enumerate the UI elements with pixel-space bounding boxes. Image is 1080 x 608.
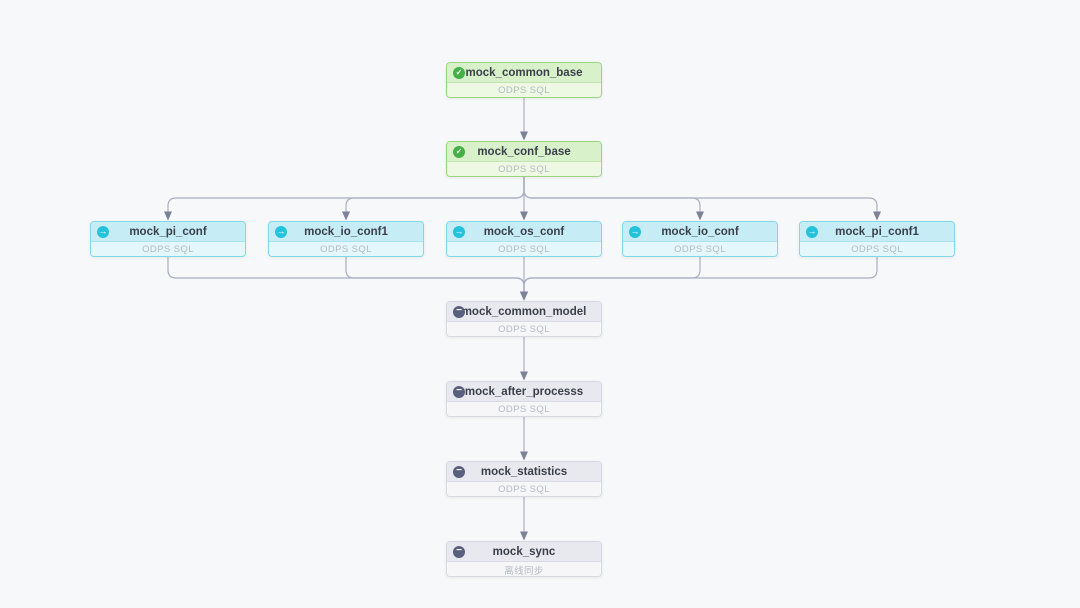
dag-node-mock_pi_conf1[interactable]: mock_pi_conf1 ODPS SQL bbox=[799, 221, 955, 257]
minus-circle-icon bbox=[453, 545, 465, 558]
dag-node-mock_statistics[interactable]: mock_statistics ODPS SQL bbox=[446, 461, 602, 497]
node-title: mock_common_base bbox=[465, 66, 583, 79]
node-title: mock_pi_conf1 bbox=[835, 225, 919, 238]
minus-circle-icon bbox=[453, 305, 465, 318]
node-subtitle: ODPS SQL bbox=[498, 484, 550, 495]
minus-circle-icon bbox=[453, 465, 465, 478]
dag-edge-mock_io_conf1-to-mock_common_model bbox=[345, 257, 528, 301]
arrow-right-circle-icon bbox=[275, 225, 287, 238]
node-title: mock_io_conf1 bbox=[304, 225, 388, 238]
dag-node-mock_common_model[interactable]: mock_common_model ODPS SQL bbox=[446, 301, 602, 337]
node-title: mock_os_conf bbox=[483, 225, 565, 238]
dag-node-mock_io_conf[interactable]: mock_io_conf ODPS SQL bbox=[622, 221, 778, 257]
check-circle-icon bbox=[453, 66, 465, 79]
node-title: mock_pi_conf bbox=[129, 225, 207, 238]
node-subtitle: ODPS SQL bbox=[674, 244, 726, 255]
dag-node-mock_io_conf1[interactable]: mock_io_conf1 ODPS SQL bbox=[268, 221, 424, 257]
dag-edge-mock_pi_conf1-to-mock_common_model bbox=[520, 257, 878, 301]
dag-node-mock_sync[interactable]: mock_sync 离线同步 bbox=[446, 541, 602, 577]
dag-edge-mock_conf_base-to-mock_pi_conf1 bbox=[523, 177, 881, 221]
dag-node-mock_conf_base[interactable]: mock_conf_base ODPS SQL bbox=[446, 141, 602, 177]
arrow-right-circle-icon bbox=[453, 225, 465, 238]
node-title: mock_after_processs bbox=[464, 385, 584, 398]
node-title: mock_conf_base bbox=[477, 145, 571, 158]
node-title: mock_sync bbox=[492, 545, 556, 558]
dag-node-mock_os_conf[interactable]: mock_os_conf ODPS SQL bbox=[446, 221, 602, 257]
node-subtitle: ODPS SQL bbox=[498, 404, 550, 415]
node-subtitle: ODPS SQL bbox=[320, 244, 372, 255]
node-subtitle: ODPS SQL bbox=[498, 244, 550, 255]
node-title: mock_common_model bbox=[461, 305, 587, 318]
arrow-right-circle-icon bbox=[97, 225, 109, 238]
arrow-right-circle-icon bbox=[806, 225, 818, 238]
arrow-right-circle-icon bbox=[629, 225, 641, 238]
dag-node-mock_pi_conf[interactable]: mock_pi_conf ODPS SQL bbox=[90, 221, 246, 257]
node-subtitle: ODPS SQL bbox=[498, 324, 550, 335]
dag-node-mock_common_base[interactable]: mock_common_base ODPS SQL bbox=[446, 62, 602, 98]
minus-circle-icon bbox=[453, 385, 465, 398]
node-subtitle: ODPS SQL bbox=[142, 244, 194, 255]
node-subtitle: ODPS SQL bbox=[498, 164, 550, 175]
node-title: mock_statistics bbox=[480, 465, 568, 478]
dag-edge-mock_conf_base-to-mock_io_conf1 bbox=[342, 177, 525, 221]
check-circle-icon bbox=[453, 145, 465, 158]
node-subtitle: 离线同步 bbox=[504, 565, 544, 577]
node-subtitle: ODPS SQL bbox=[851, 244, 903, 255]
dag-node-mock_after_processs[interactable]: mock_after_processs ODPS SQL bbox=[446, 381, 602, 417]
node-subtitle: ODPS SQL bbox=[498, 85, 550, 96]
node-title: mock_io_conf bbox=[661, 225, 739, 238]
